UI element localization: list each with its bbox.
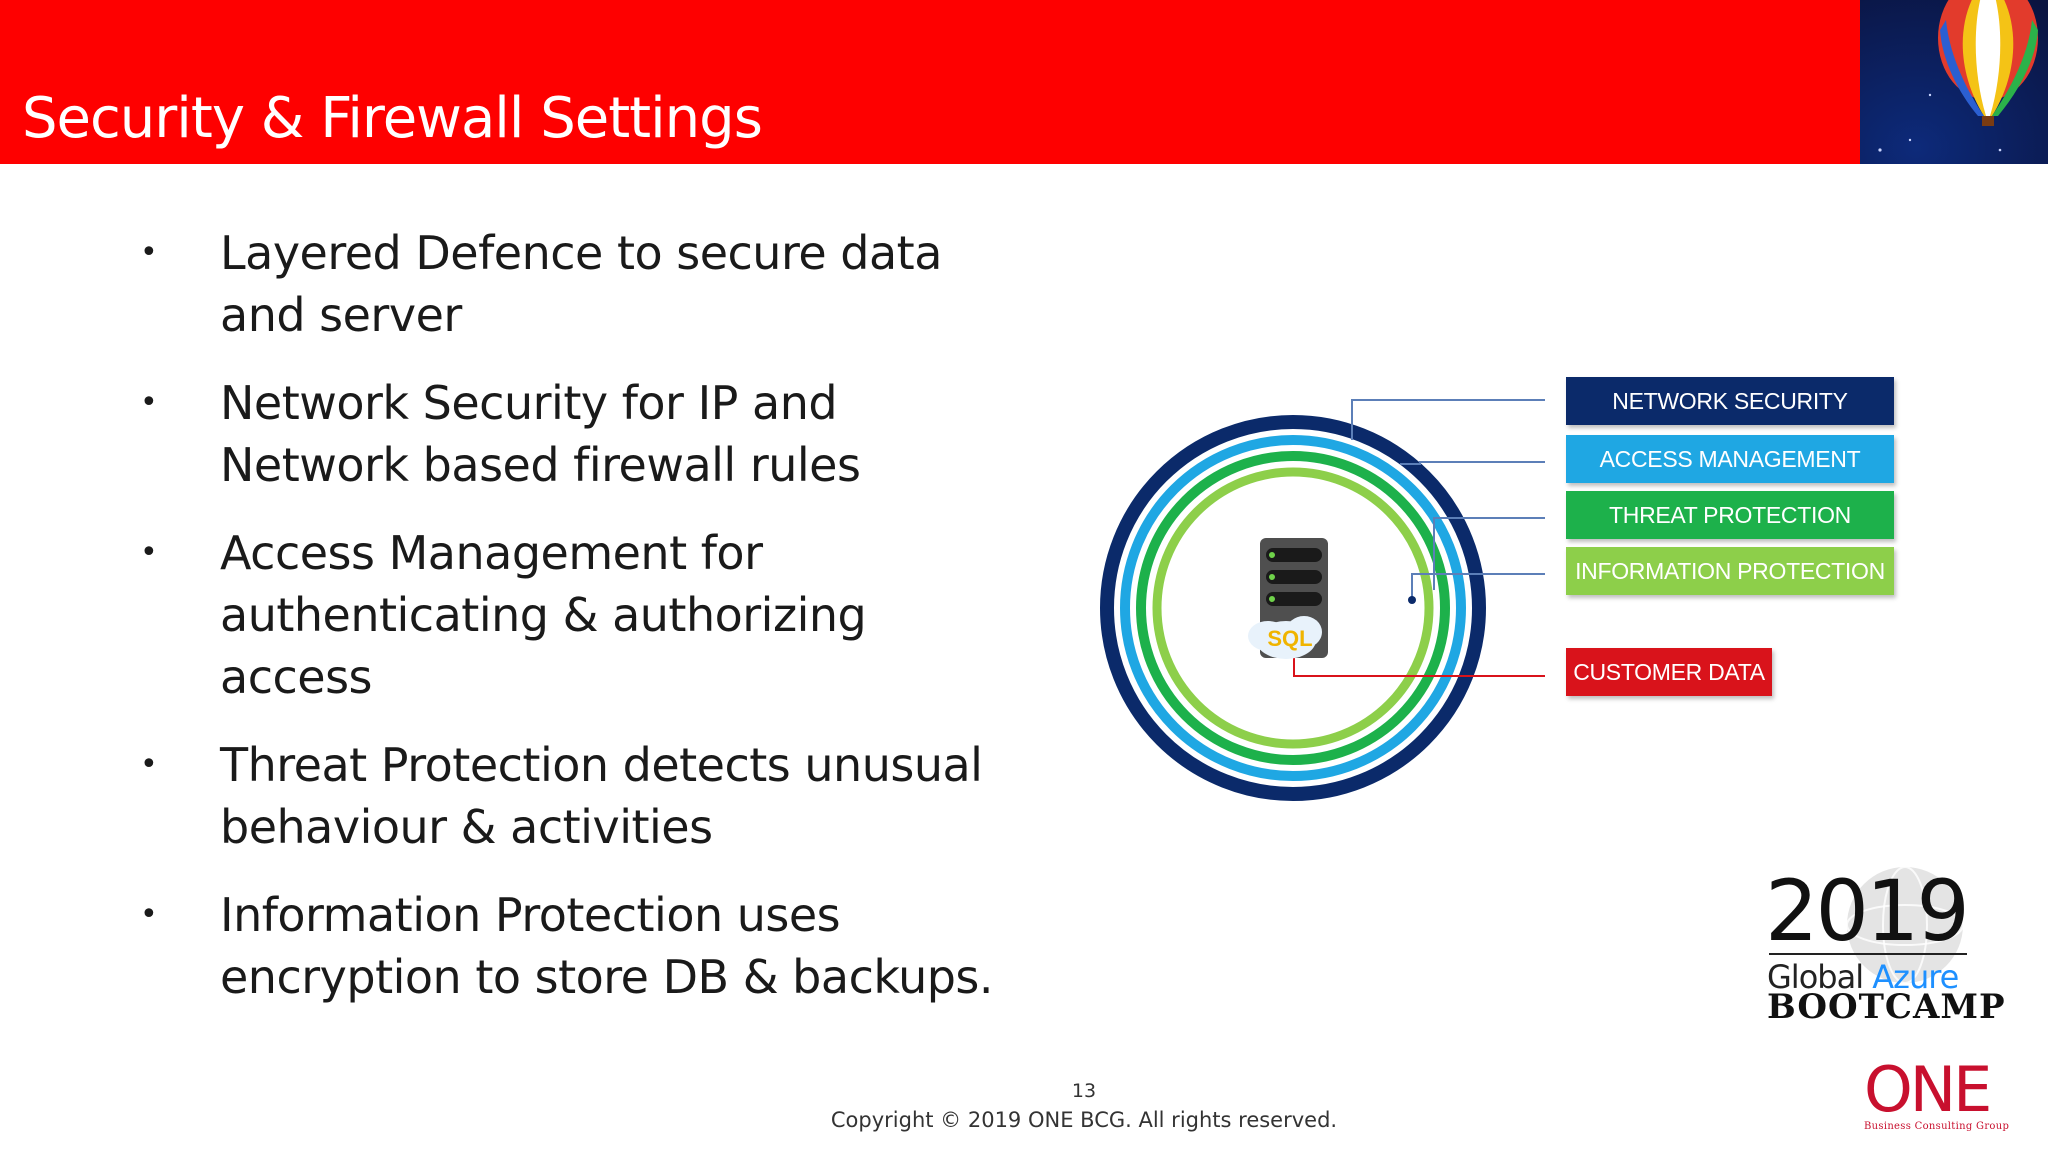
- threat-protection-connector: [1433, 517, 1545, 590]
- copyright-notice: Copyright © 2019 ONE BCG. All rights res…: [830, 1108, 1338, 1132]
- bullet-text: Layered Defence to secure data and serve…: [220, 226, 942, 342]
- bootcamp-word: BOOTCAMP: [1767, 987, 2006, 1027]
- hot-air-balloon-image: [1860, 0, 2048, 164]
- bullet-item: • Threat Protection detects unusual beha…: [140, 734, 1020, 858]
- access-management-ring: [1120, 435, 1466, 781]
- balloon-basket: [1982, 116, 1994, 126]
- sql-server-icon: [1248, 538, 1328, 659]
- bootcamp-azure-word: Azure: [1872, 958, 1959, 996]
- bullet-text: Information Protection uses encryption t…: [220, 888, 994, 1004]
- bullet-marker: •: [140, 235, 158, 270]
- bullet-text: Access Management for authenticating & a…: [220, 526, 867, 704]
- threat-protection-label: THREAT PROTECTION: [1566, 491, 1894, 539]
- bullet-marker: •: [140, 385, 158, 420]
- bullet-item: • Access Management for authenticating &…: [140, 522, 1020, 708]
- bullet-marker: •: [140, 535, 158, 570]
- threat-protection-ring: [1136, 451, 1450, 765]
- page-number: 13: [1071, 1080, 1097, 1102]
- bullet-text: Network Security for IP and Network base…: [220, 376, 861, 492]
- bootcamp-global-word: Global: [1767, 958, 1864, 996]
- security-rings-graphic: SQL: [1100, 399, 1545, 801]
- sql-label: SQL: [1267, 626, 1312, 651]
- bullet-marker: •: [140, 897, 158, 932]
- title-bar: Security & Firewall Settings: [0, 0, 1860, 164]
- one-bcg-logo: ONE Business Consulting Group: [1860, 1055, 2020, 1135]
- customer-data-label: CUSTOMER DATA: [1566, 648, 1772, 696]
- bullet-text: Threat Protection detects unusual behavi…: [220, 738, 983, 854]
- bootcamp-year: 2019: [1765, 862, 1970, 960]
- bullet-marker: •: [140, 747, 158, 782]
- access-management-connector: [1400, 461, 1545, 465]
- network-security-connector: [1351, 399, 1545, 440]
- layered-security-diagram: SQL NETWORK SECURITY ACCESS MANAGEMENT T…: [1090, 370, 1920, 810]
- logo-divider: [1769, 953, 1967, 955]
- global-azure-bootcamp-logo: 2019 Global Azure BOOTCAMP: [1765, 862, 2005, 1027]
- bullet-item: • Layered Defence to secure data and ser…: [140, 222, 1020, 346]
- slide-title: Security & Firewall Settings: [22, 86, 763, 151]
- access-management-label: ACCESS MANAGEMENT: [1566, 435, 1894, 483]
- connector-dot: [1408, 596, 1416, 604]
- balloon-envelope: [1938, 0, 2038, 116]
- bootcamp-global-azure: Global Azure: [1767, 957, 1959, 997]
- one-logo-text: ONE: [1864, 1053, 1992, 1126]
- one-logo-tagline: Business Consulting Group: [1864, 1121, 2010, 1132]
- information-protection-ring: [1152, 467, 1434, 749]
- information-protection-label: INFORMATION PROTECTION: [1566, 547, 1894, 595]
- network-security-label: NETWORK SECURITY: [1566, 377, 1894, 425]
- bullet-item: • Information Protection uses encryption…: [140, 884, 1020, 1008]
- bullet-item: • Network Security for IP and Network ba…: [140, 372, 1020, 496]
- information-protection-connector: [1411, 573, 1545, 598]
- network-security-ring: [1100, 415, 1486, 801]
- bullet-list: • Layered Defence to secure data and ser…: [140, 222, 1020, 1034]
